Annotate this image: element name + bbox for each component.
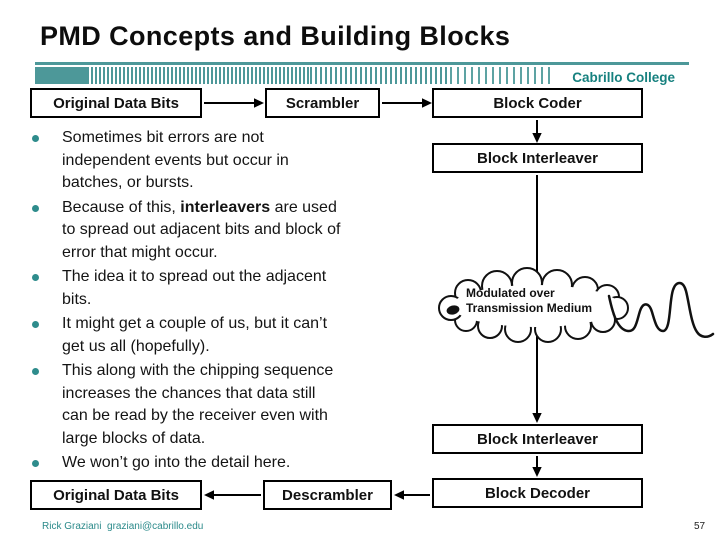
bullet-text: Sometimes bit errors are not independent… [62,129,289,191]
bullet-icon [32,360,62,450]
bullet-text-pre: Because of this, [62,198,181,216]
page-number: 57 [694,521,706,532]
brand-text: Cabrillo College [572,70,675,85]
list-item: It might get a couple of us, but it can’… [32,313,464,358]
flow-box-block-coder: Block Coder [432,88,643,118]
header-bar-stripes-dense [87,67,310,84]
arrow-descrambler-to-odb [204,490,261,500]
header-bar-stripes-sparse [450,67,550,84]
arrow-decoder-to-descrambler [394,490,430,500]
arrow-odb-to-scrambler [204,98,264,108]
bullet-icon [32,452,62,475]
list-item: The idea it to spread out the adjacent b… [32,266,464,311]
arrow-interleaver2-to-decoder [532,456,542,477]
arrow-coder-to-interleaver1 [532,120,542,143]
cloud-label-line2: Transmission Medium [466,301,593,315]
arrow-scrambler-to-block-coder [382,98,432,108]
flow-box-scrambler: Scrambler [265,88,380,118]
header-rule [35,62,689,65]
bullet-icon [32,313,62,358]
flow-box-descrambler: Descrambler [263,480,392,510]
bullet-text: This along with the chipping sequence in… [62,362,334,447]
flow-box-block-decoder: Block Decoder [432,478,643,508]
bullet-text: We won’t go into the detail here. [62,454,291,471]
bullet-icon [32,197,62,265]
bullet-text-bold: interleavers [180,198,271,216]
list-item: Because of this, interleavers are used t… [32,197,464,265]
footer-author: Rick Graziani graziani@cabrillo.edu [42,521,204,532]
flow-box-original-data-bits-bottom: Original Data Bits [30,480,202,510]
bullet-text: It might get a couple of us, but it can’… [62,315,328,355]
flow-box-original-data-bits-top: Original Data Bits [30,88,202,118]
list-item: This along with the chipping sequence in… [32,360,464,450]
bullet-list: Sometimes bit errors are not independent… [32,127,464,477]
page-title: PMD Concepts and Building Blocks [40,21,511,51]
bullet-text: Because of this, interleavers are used t… [62,197,340,265]
flow-box-block-interleaver-2: Block Interleaver [432,424,643,454]
bullet-icon [32,127,62,195]
cloud-label-line1: Modulated over [466,286,555,300]
bullet-text: The idea it to spread out the adjacent b… [62,268,327,308]
list-item: We won’t go into the detail here. [32,452,464,475]
bullet-icon [32,266,62,311]
list-item: Sometimes bit errors are not independent… [32,127,464,195]
bullet-text-post: are used to spread out adjacent bits and… [62,198,341,261]
waveform-squiggle [607,281,715,338]
flow-box-block-interleaver-1: Block Interleaver [432,143,643,173]
header-bar-stripes-medium [310,67,450,84]
